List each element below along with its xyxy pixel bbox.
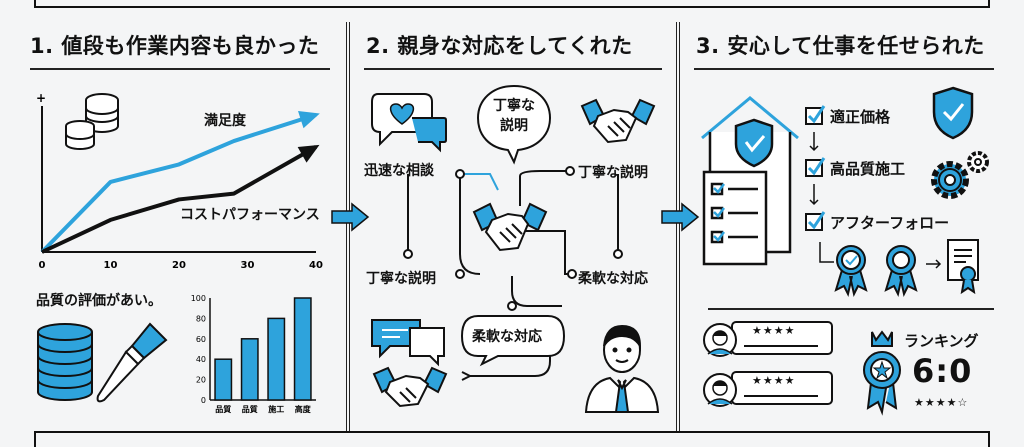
blue-coin-stack-icon xyxy=(37,323,93,401)
check-after-follow: アフターフォロー xyxy=(830,214,950,232)
paintbrush-icon xyxy=(96,322,168,403)
house-checklist-icon xyxy=(701,96,799,266)
series-label-satisfaction: 満足度 xyxy=(204,113,246,129)
label-flexible-right: 柔軟な対応 xyxy=(578,271,648,287)
bar-chart: 020406080100 品質品質施工高度 xyxy=(191,294,316,414)
handshake-center-icon xyxy=(472,202,548,252)
checklist-flow xyxy=(805,105,826,231)
y-tick-label: 100 xyxy=(191,294,206,303)
y-axis-marker: + xyxy=(36,91,46,105)
x-tick-label: 0 xyxy=(39,260,46,271)
x-tick-label: 20 xyxy=(172,260,186,271)
series-line-satisfaction xyxy=(40,112,317,254)
series-arrowhead xyxy=(298,111,320,129)
review-stars-2: ★★★★ xyxy=(752,374,796,387)
separator-2 xyxy=(676,22,680,431)
y-tick-label: 60 xyxy=(196,335,206,344)
bar xyxy=(240,338,259,401)
flexible-bubble xyxy=(460,315,566,367)
shield-check-icon xyxy=(932,86,974,140)
ranking-medal-icon xyxy=(863,330,901,416)
coin-stack-icon xyxy=(65,93,119,150)
series-label-cost-performance: コストパフォーマンス xyxy=(180,207,320,223)
y-tick-label: 80 xyxy=(196,314,206,323)
check-high-quality: 高品質施工 xyxy=(830,160,906,178)
bubble-text: 丁寧な 説明 xyxy=(493,98,535,134)
x-tick-label: 40 xyxy=(309,260,323,271)
panel3-title: 3. 安心して仕事を任せられた xyxy=(696,34,985,58)
separator-1 xyxy=(346,22,350,431)
y-tick-label: 40 xyxy=(196,355,206,364)
handshake-bottom-icon xyxy=(372,366,448,408)
label-polite-explain-left: 丁寧な説明 xyxy=(366,271,436,287)
x-tick-label: 30 xyxy=(241,260,255,271)
speech-bubble xyxy=(476,84,552,165)
chat-bubbles-icon xyxy=(371,319,445,367)
arrow-right-icon xyxy=(661,202,700,232)
bar xyxy=(267,317,286,401)
badge-icon xyxy=(884,245,918,297)
reviews-list xyxy=(703,321,833,407)
quality-caption: 品質の評価があい。 xyxy=(36,293,162,309)
arrow-right-icon xyxy=(331,202,370,232)
panel2-title: 2. 親身な対応をしてくれた xyxy=(366,34,633,58)
label-fast-consult: 迅速な相談 xyxy=(364,163,434,179)
bar xyxy=(214,358,233,401)
category-label: 高度 xyxy=(295,404,312,414)
certificate-icon xyxy=(947,239,979,295)
medal-icon xyxy=(834,245,868,297)
bar xyxy=(293,297,312,401)
series-line-cost-performance xyxy=(41,145,317,254)
category-label: 施工 xyxy=(268,404,284,414)
ranking-label: ランキング xyxy=(904,332,979,350)
panel2-title-rule xyxy=(364,68,662,70)
handshake-icon xyxy=(580,98,656,144)
y-tick-label: 0 xyxy=(201,396,206,405)
x-tick-label: 10 xyxy=(104,260,118,271)
businessman-avatar xyxy=(584,324,660,413)
panel1-title-rule xyxy=(30,68,330,70)
ranking-value: 6:0 xyxy=(912,352,973,390)
gears-icon xyxy=(931,151,989,199)
heart-chat-icon xyxy=(371,93,447,153)
panel1-title: 1. 値段も作業内容も良かった xyxy=(30,34,320,58)
category-label: 品質 xyxy=(242,404,258,414)
top-frame xyxy=(34,0,990,8)
category-label: 品質 xyxy=(215,404,231,414)
ranking-stars: ★★★★☆ xyxy=(914,396,969,409)
panel3-divider xyxy=(708,308,994,310)
line-chart: + 0 10 20 30 40 xyxy=(36,91,323,271)
panel3-title-rule xyxy=(694,68,994,70)
awards-row xyxy=(819,239,979,297)
y-tick-label: 20 xyxy=(196,376,206,385)
review-stars-1: ★★★★ xyxy=(752,324,796,337)
check-fair-price: 適正価格 xyxy=(830,108,891,126)
label-polite-explain-right: 丁寧な説明 xyxy=(578,165,648,181)
bottom-frame xyxy=(34,431,990,447)
flexible-bubble-text: 柔軟な対応 xyxy=(472,329,542,345)
series-arrowhead xyxy=(297,144,320,163)
connector-network xyxy=(403,166,623,381)
